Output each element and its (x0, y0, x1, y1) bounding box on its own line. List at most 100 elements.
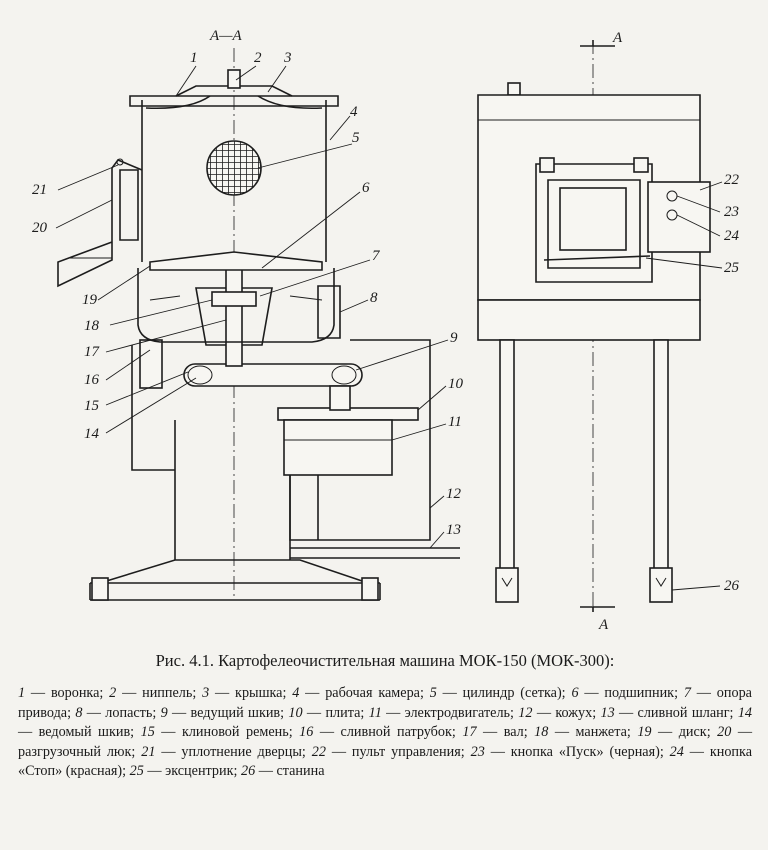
legend-item: 20 — разгрузочный люк; (18, 724, 752, 760)
legend-text: — манжета; (548, 724, 638, 740)
legend-item: 13 — сливной шланг; (601, 705, 738, 721)
section-arrow-label-bottom: А (598, 617, 609, 633)
legend-text: — уплотнение дверцы; (155, 743, 312, 760)
callout-2: 2 (254, 50, 262, 66)
legend-item: 15 — клиновой ремень; (141, 724, 300, 740)
legend-text: — плита; (302, 704, 369, 721)
callout-22: 22 (724, 172, 740, 188)
legend-text: — кожух; (532, 704, 601, 721)
callout-4: 4 (350, 104, 358, 120)
legend-text: — крышка; (209, 685, 293, 701)
callout-20: 20 (32, 220, 48, 236)
legend-number: 1 (18, 685, 26, 701)
legend-item: 25 — эксцентрик; (130, 763, 241, 779)
legend-number: 23 (470, 743, 485, 760)
legend-item: 18 — манжета; (534, 724, 637, 740)
callout-25: 25 (724, 260, 740, 276)
legend-item: 11 — электродвигатель; (369, 705, 519, 721)
legend-item: 7 — опора привода; (18, 685, 752, 721)
legend-item: 9 — ведущий шкив; (161, 705, 289, 721)
legend-number: 20 (717, 724, 732, 740)
legend-number: 13 (600, 704, 615, 721)
legend-item: 6 — подшипник; (571, 685, 683, 701)
legend-number: 4 (292, 685, 300, 701)
legend-item: 12 — кожух; (518, 705, 600, 721)
callout-1: 1 (190, 50, 198, 66)
section-arrow-label-top: А (612, 30, 623, 46)
callout-6: 6 (362, 180, 370, 196)
callout-16: 16 (84, 372, 100, 388)
callout-18: 18 (84, 318, 100, 334)
legend-number: 17 (462, 724, 477, 740)
legend-text: — пульт управления; (325, 743, 471, 760)
legend-item: 8 — лопасть; (75, 705, 160, 721)
callout-12: 12 (446, 486, 462, 502)
legend-item: 1 — воронка; (18, 685, 109, 701)
legend-number: 2 (109, 685, 117, 701)
legend-item: 16 — сливной патрубок; (299, 724, 462, 740)
legend-number: 10 (288, 704, 303, 721)
callout-26: 26 (724, 578, 740, 594)
callout-8: 8 (370, 290, 378, 306)
legend-text: — станина (255, 763, 325, 779)
legend-text: — лопасть; (82, 704, 161, 721)
callout-9: 9 (450, 330, 458, 346)
callout-5: 5 (352, 130, 360, 146)
legend-number: 7 (683, 685, 691, 701)
legend-text: — опора привода; (18, 685, 752, 721)
legend-text: — воронка; (25, 685, 110, 701)
legend-number: 25 (129, 763, 144, 779)
figure-caption: Рис. 4.1. Картофелеочистительная машина … (18, 651, 752, 672)
legend-item: 21 — уплотнение дверцы; (141, 744, 312, 760)
legend-item: 26 — станина (241, 763, 325, 779)
legend-item: 4 — рабочая камера; (292, 685, 429, 701)
legend-item: 3 — крышка; (202, 685, 292, 701)
legend-text: — клиновой ремень; (154, 724, 300, 740)
caption-title: Рис. 4.1. Картофелеочистительная машина … (155, 651, 615, 670)
legend-item: 5 — цилиндр (сетка); (430, 685, 572, 701)
legend-text: — вал; (476, 724, 535, 740)
leader-lines-right (645, 181, 723, 591)
callout-7: 7 (372, 248, 381, 264)
legend-text: — цилиндр (сетка); (436, 685, 572, 701)
legend-number: 3 (202, 685, 210, 701)
legend-number: 21 (141, 743, 156, 760)
callout-11: 11 (448, 414, 462, 430)
legend-text: — ниппель; (116, 685, 203, 701)
legend-item: 24 — кнопка «Стоп» (красная); (18, 744, 752, 780)
legend-number: 11 (368, 704, 382, 721)
legend-text: — диск; (651, 724, 718, 740)
legend-number: 6 (571, 685, 579, 701)
legend-number: 15 (140, 724, 155, 740)
front-view (477, 40, 711, 612)
legend-item: 14 — ведомый шкив; (18, 705, 752, 741)
callout-14: 14 (84, 426, 100, 442)
legend-text: — ведомый шкив; (18, 724, 141, 740)
callout-23: 23 (724, 204, 739, 220)
callout-13: 13 (446, 522, 461, 538)
machine-drawing: А—А 1 2 3 4 5 6 7 8 9 10 11 12 13 14 15 … (32, 28, 740, 633)
callout-17: 17 (84, 344, 101, 360)
section-view (57, 48, 460, 601)
legend-text: — ведущий шкив; (167, 704, 289, 721)
legend-number: 8 (75, 704, 83, 721)
legend-item: 19 — диск; (637, 724, 717, 740)
legend-text: — рабочая камера; (299, 685, 430, 701)
legend-number: 5 (429, 685, 437, 701)
legend-number: 22 (311, 743, 326, 760)
legend-item: 2 — ниппель; (109, 685, 202, 701)
callout-3: 3 (283, 50, 292, 66)
leader-lines-left (55, 65, 449, 549)
legend-item: 17 — вал; (462, 724, 534, 740)
legend-number: 24 (669, 743, 684, 760)
legend-text: — эксцентрик; (143, 763, 241, 779)
legend-text: — электродвигатель; (381, 704, 519, 721)
legend-text: — кнопка «Стоп» (красная); (18, 743, 752, 780)
legend-number: 26 (240, 763, 256, 779)
legend-number: 12 (518, 704, 533, 721)
legend-number: 9 (160, 704, 168, 721)
legend-text: — разгрузочный люк; (18, 724, 753, 760)
callout-24: 24 (724, 228, 740, 244)
figure-legend: 1 — воронка; 2 — ниппель; 3 — крышка; 4 … (18, 684, 752, 782)
